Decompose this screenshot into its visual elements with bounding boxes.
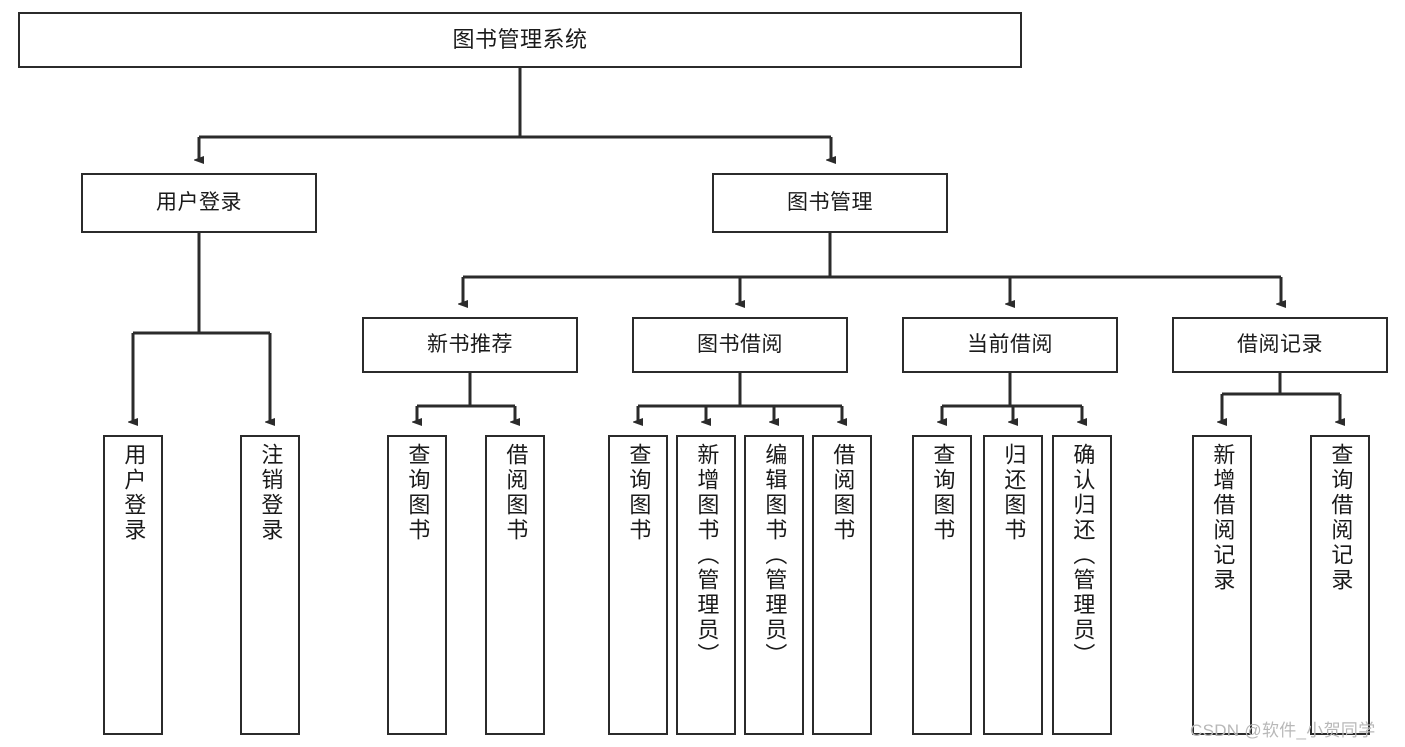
node-leaf-query-book-3[interactable]: 查询图书 <box>912 435 972 735</box>
node-user-login[interactable]: 用户登录 <box>81 173 317 233</box>
watermark: CSDN @软件_小贺同学 <box>1190 721 1376 740</box>
node-leaf-borrow-book-1-label: 借阅图书 <box>503 443 529 543</box>
node-leaf-add-book-label: 新增图书（管理员） <box>694 443 720 668</box>
node-leaf-borrow-book-2-label: 借阅图书 <box>830 443 856 543</box>
node-root[interactable]: 图书管理系统 <box>18 12 1022 68</box>
node-leaf-user-login-label: 用户登录 <box>121 443 147 543</box>
node-leaf-query-record[interactable]: 查询借阅记录 <box>1310 435 1370 735</box>
node-book-manage-label: 图书管理 <box>787 191 873 215</box>
node-leaf-add-record[interactable]: 新增借阅记录 <box>1192 435 1252 735</box>
node-user-login-label: 用户登录 <box>156 191 242 215</box>
node-new-book-rec[interactable]: 新书推荐 <box>362 317 578 373</box>
node-leaf-query-book-2[interactable]: 查询图书 <box>608 435 668 735</box>
node-leaf-confirm-return-label: 确认归还（管理员） <box>1070 443 1096 668</box>
node-leaf-query-book-3-label: 查询图书 <box>930 443 956 543</box>
node-leaf-user-logout-label: 注销登录 <box>258 443 284 543</box>
node-current-borrow[interactable]: 当前借阅 <box>902 317 1118 373</box>
node-leaf-borrow-book-2[interactable]: 借阅图书 <box>812 435 872 735</box>
node-leaf-return-book-label: 归还图书 <box>1001 443 1027 543</box>
node-borrow-record[interactable]: 借阅记录 <box>1172 317 1388 373</box>
node-leaf-query-book-1[interactable]: 查询图书 <box>387 435 447 735</box>
node-leaf-user-login[interactable]: 用户登录 <box>103 435 163 735</box>
node-leaf-query-book-1-label: 查询图书 <box>405 443 431 543</box>
node-current-borrow-label: 当前借阅 <box>967 333 1053 357</box>
node-leaf-edit-book[interactable]: 编辑图书（管理员） <box>744 435 804 735</box>
node-leaf-query-book-2-label: 查询图书 <box>626 443 652 543</box>
node-leaf-edit-book-label: 编辑图书（管理员） <box>762 443 788 668</box>
node-leaf-user-logout[interactable]: 注销登录 <box>240 435 300 735</box>
node-leaf-return-book[interactable]: 归还图书 <box>983 435 1043 735</box>
node-book-borrow[interactable]: 图书借阅 <box>632 317 848 373</box>
node-leaf-add-book[interactable]: 新增图书（管理员） <box>676 435 736 735</box>
node-book-borrow-label: 图书借阅 <box>697 333 783 357</box>
node-leaf-confirm-return[interactable]: 确认归还（管理员） <box>1052 435 1112 735</box>
node-leaf-borrow-book-1[interactable]: 借阅图书 <box>485 435 545 735</box>
node-root-label: 图书管理系统 <box>452 26 588 52</box>
node-book-manage[interactable]: 图书管理 <box>712 173 948 233</box>
node-borrow-record-label: 借阅记录 <box>1237 333 1323 357</box>
node-leaf-add-record-label: 新增借阅记录 <box>1210 443 1236 593</box>
node-leaf-query-record-label: 查询借阅记录 <box>1328 443 1354 593</box>
node-new-book-rec-label: 新书推荐 <box>427 333 513 357</box>
